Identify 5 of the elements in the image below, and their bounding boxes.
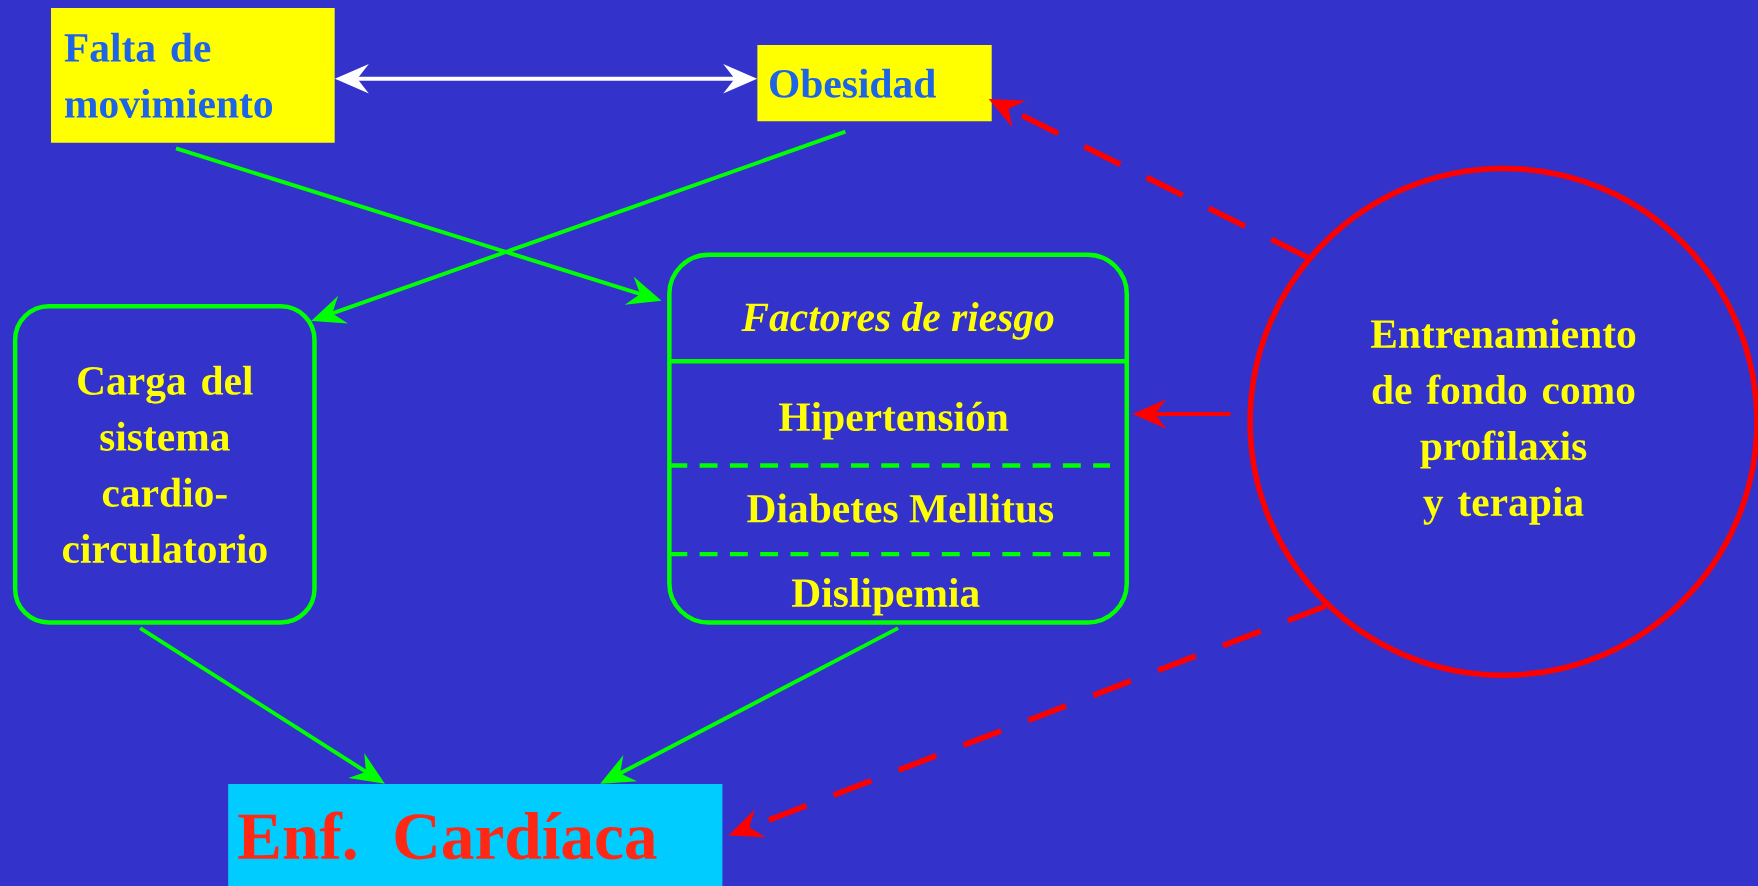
risk-factor-table: Factores de riesgo Hipertensión Diabetes Mellitus Dislipemia: [667, 252, 1130, 625]
result-box: Enf. Cardíaca: [228, 783, 723, 886]
label-box: Obesidad: [757, 45, 992, 122]
rounded-box: Carga del sistema cardio- circulatorio: [12, 304, 317, 625]
label-box: Falta de movimiento: [51, 8, 335, 143]
